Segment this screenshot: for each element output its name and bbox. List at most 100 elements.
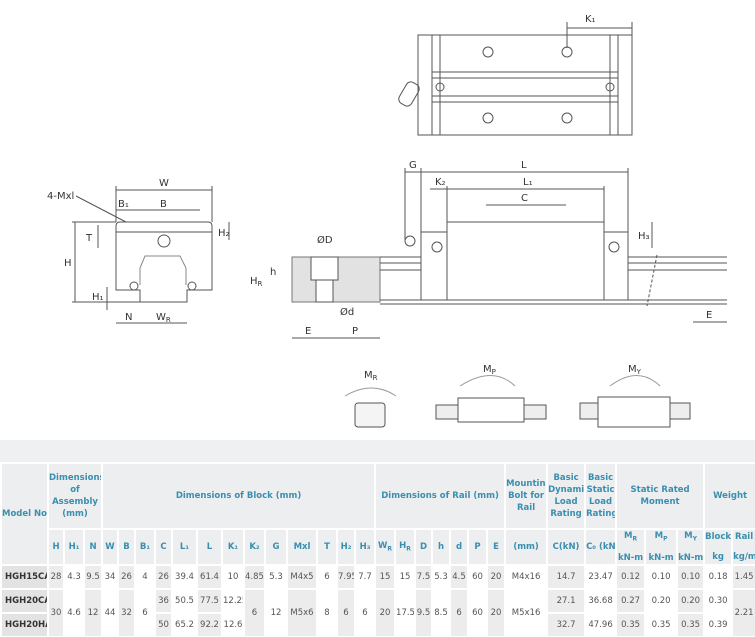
header-block: Dimensions of Block (mm): [100, 462, 377, 530]
sub-header: d: [449, 528, 470, 566]
label-mr: MR: [364, 370, 378, 382]
cell-h3: 6: [353, 588, 377, 637]
cell-b1: 4: [134, 564, 156, 590]
cell-h: 30: [47, 588, 65, 637]
cell-t: 8: [316, 588, 338, 637]
cell-d: 7.5: [414, 564, 434, 590]
cell-my: 0.10: [676, 564, 706, 590]
sub-header: L: [196, 528, 223, 566]
cell-mp: 0.35: [644, 612, 679, 637]
label-4-mxl: 4-Mxl: [47, 191, 74, 202]
cell-my: 0.20: [676, 588, 706, 614]
cell-l: 77.5: [196, 588, 223, 614]
cell-ck: 27.1: [546, 588, 587, 614]
cell-rail: 2.21: [731, 588, 755, 637]
cell-mr: 0.12: [615, 564, 647, 590]
sub-header: P: [467, 528, 489, 566]
cell-hr: 17.5: [394, 588, 417, 637]
label-p: P: [352, 326, 358, 337]
label-od-small: Ød: [340, 306, 354, 318]
header-static: Basic Static Load Rating: [584, 462, 618, 530]
cell-h3: 7.7: [353, 564, 377, 590]
cell-g: 12: [264, 588, 288, 637]
header-model: Model No.: [0, 462, 49, 566]
cell-d: 9.5: [414, 588, 434, 637]
cell-h1: 4.3: [63, 564, 85, 590]
cell-l1: 65.2: [171, 612, 198, 637]
cell-k1: 10: [221, 564, 245, 590]
cell-mxl: M4x5: [286, 564, 318, 590]
sub-header: W: [101, 528, 119, 566]
sub-header: C(kN): [546, 528, 587, 566]
cell-wr: 15: [374, 564, 397, 590]
moment-diagrams: MR MP MY: [344, 364, 691, 428]
cell-h: 28: [47, 564, 65, 590]
cell-bolt: M4x16: [504, 564, 549, 590]
cell-bolt: M5x16: [504, 588, 549, 637]
sub-header: B₁: [134, 528, 156, 566]
label-my: MY: [628, 364, 642, 376]
cell-k2: 4.85: [243, 564, 266, 590]
sub-header: C: [154, 528, 173, 566]
label-w: W: [159, 178, 169, 189]
cell-h: 5.3: [431, 564, 452, 590]
label-h3: H₃: [638, 231, 650, 242]
cell-w: 44: [101, 588, 119, 637]
cell-wr: 20: [374, 588, 397, 637]
cell-rail: 1.45: [731, 564, 755, 590]
cell-c0: 47.96: [584, 612, 618, 637]
label-h1: H₁: [92, 292, 104, 303]
header-moment: Static Rated Moment: [615, 462, 706, 530]
label-l: L: [521, 160, 527, 171]
cell-k1: 12.6: [221, 612, 245, 637]
cell-block: 0.18: [703, 564, 734, 590]
cell-b1: 6: [134, 588, 156, 637]
cell-hr: 15: [394, 564, 417, 590]
cell-mr: 0.35: [615, 612, 647, 637]
label-t: T: [85, 233, 93, 244]
cell-p: 60: [467, 564, 489, 590]
model-cell: HGH15CA: [0, 564, 49, 590]
side-view-drawing: L G K₂ L₁ C H₃ E ØD h HR Ød E P: [250, 160, 727, 339]
cell-ck: 14.7: [546, 564, 587, 590]
cell-block: 0.30: [703, 588, 734, 614]
cell-k1: 12.25: [221, 588, 245, 614]
header-dynamic: Basic Dynamic Load Rating: [546, 462, 587, 530]
sub-header: L₁: [171, 528, 198, 566]
label-e: E: [305, 326, 311, 337]
cell-n: 9.5: [83, 564, 103, 590]
sub-header: T: [316, 528, 338, 566]
cell-w: 34: [101, 564, 119, 590]
label-od: ØD: [317, 234, 333, 246]
cell-mxl: M5x6: [286, 588, 318, 637]
label-h-small: h: [270, 267, 276, 278]
cell-k2: 6: [243, 588, 266, 637]
label-hr: HR: [250, 276, 263, 288]
header-bolt: Mounting Bolt for Rail: [504, 462, 549, 530]
cell-ck: 32.7: [546, 612, 587, 637]
cell-h2: 6: [336, 588, 356, 637]
cell-mr: 0.27: [615, 588, 647, 614]
cell-e: 20: [486, 564, 507, 590]
cell-p: 60: [467, 588, 489, 637]
sub-header: K₂: [243, 528, 266, 566]
cell-mp: 0.10: [644, 564, 679, 590]
cell-mp: 0.20: [644, 588, 679, 614]
cell-h1: 4.6: [63, 588, 85, 637]
top-view-drawing: K₁: [398, 14, 633, 136]
cell-d: 6: [449, 588, 470, 637]
cell-l1: 50.5: [171, 588, 198, 614]
cell-c: 26: [154, 564, 173, 590]
front-view-drawing: W 4-Mxl B₁ B H T H₂ H₁ N WR: [47, 178, 230, 324]
cell-t: 6: [316, 564, 338, 590]
sub-header: D: [414, 528, 434, 566]
sub-header: E: [486, 528, 507, 566]
sub-header: B: [117, 528, 136, 566]
header-weight: Weight: [703, 462, 755, 530]
cell-b: 26: [117, 564, 136, 590]
